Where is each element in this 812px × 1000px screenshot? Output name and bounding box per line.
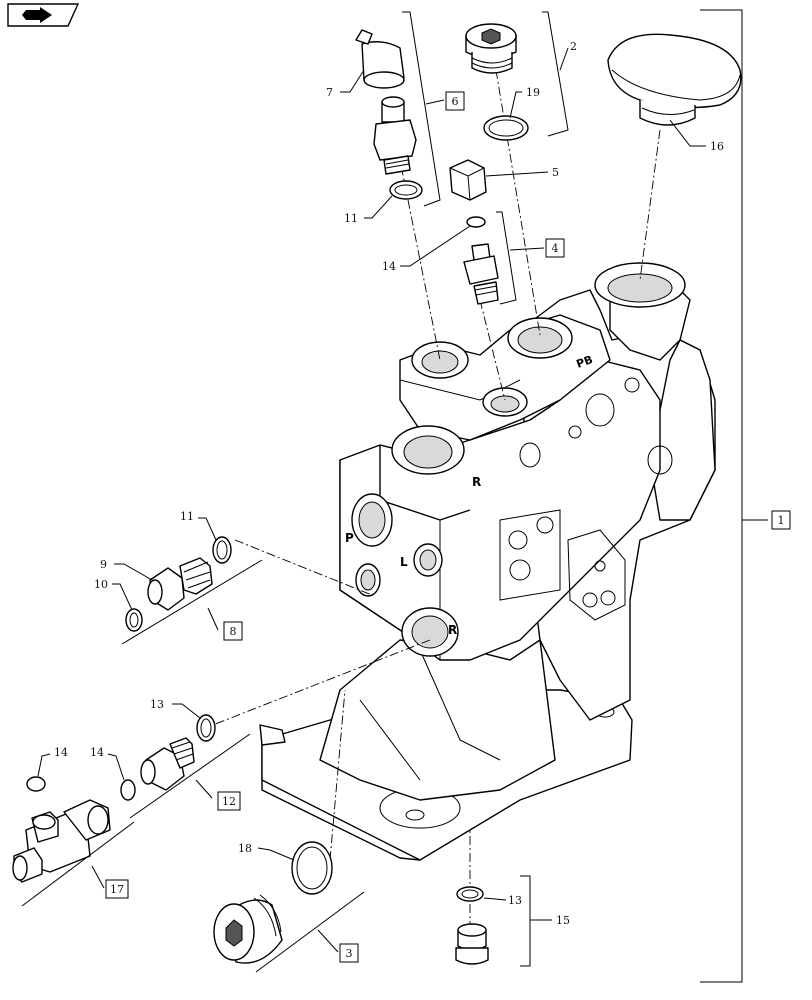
plug-3 [213,894,283,964]
callout-4-label: 4 [552,242,559,255]
nav-arrow-icon[interactable] [7,3,80,27]
callout-6[interactable]: 6 [445,91,465,111]
o-ring-10 [125,608,143,632]
callout-14-left[interactable]: 14 [54,746,68,759]
fitting-12 [140,737,195,791]
callout-9[interactable]: 9 [100,558,107,571]
plug-15 [455,923,489,965]
callout-3-label: 3 [346,947,353,960]
o-ring-14-left [26,776,46,792]
port-mark-pb: PB [575,353,595,371]
brackets-and-leaders [21,9,768,983]
port-mark-r-side: R [448,623,457,637]
fitting-9 [147,557,213,611]
callout-4[interactable]: 4 [545,238,565,258]
callout-13-bottom[interactable]: 13 [508,894,522,907]
callout-8[interactable]: 8 [223,621,243,641]
valve-housing [259,262,716,861]
fill-cap-16 [607,33,742,126]
callout-3[interactable]: 3 [339,943,359,963]
callout-18[interactable]: 18 [238,842,252,855]
callout-12[interactable]: 12 [217,791,241,811]
callout-1[interactable]: 1 [771,510,791,530]
hex-nut-5 [449,159,487,201]
callout-6-label: 6 [452,95,459,108]
callout-19[interactable]: 19 [526,86,540,99]
o-ring-14-top [466,216,486,228]
callout-10[interactable]: 10 [94,578,108,591]
callout-7[interactable]: 7 [326,86,333,99]
callout-16[interactable]: 16 [710,140,724,153]
callout-17-label: 17 [110,883,124,896]
callout-12-label: 12 [222,795,236,808]
port-mark-r-top: R [472,475,481,489]
callout-15[interactable]: 15 [556,914,570,927]
callout-14-mid[interactable]: 14 [90,746,104,759]
o-ring-11-side [212,536,232,564]
callout-11-top[interactable]: 11 [344,212,358,225]
port-mark-p: P [345,531,354,545]
callout-8-label: 8 [230,625,237,638]
callout-13-side[interactable]: 13 [150,698,164,711]
callout-17[interactable]: 17 [105,879,129,899]
callout-1-label: 1 [778,514,785,527]
port-mark-l: L [400,555,408,569]
o-ring-18 [291,841,333,895]
coupler-6 [373,96,417,175]
callout-5[interactable]: 5 [552,166,559,179]
o-ring-11-top [389,180,423,200]
o-ring-19 [483,115,529,141]
callout-14-top[interactable]: 14 [382,260,396,273]
callout-2[interactable]: 2 [570,40,577,53]
tee-fitting-17 [12,799,111,883]
o-ring-13-side [196,714,216,742]
o-ring-13-bottom [456,886,484,902]
callout-11-side[interactable]: 11 [180,510,194,523]
fitting-4 [463,243,499,305]
plug-2 [465,23,517,74]
o-ring-14-mid [120,779,136,801]
dust-cap-7 [355,29,405,89]
